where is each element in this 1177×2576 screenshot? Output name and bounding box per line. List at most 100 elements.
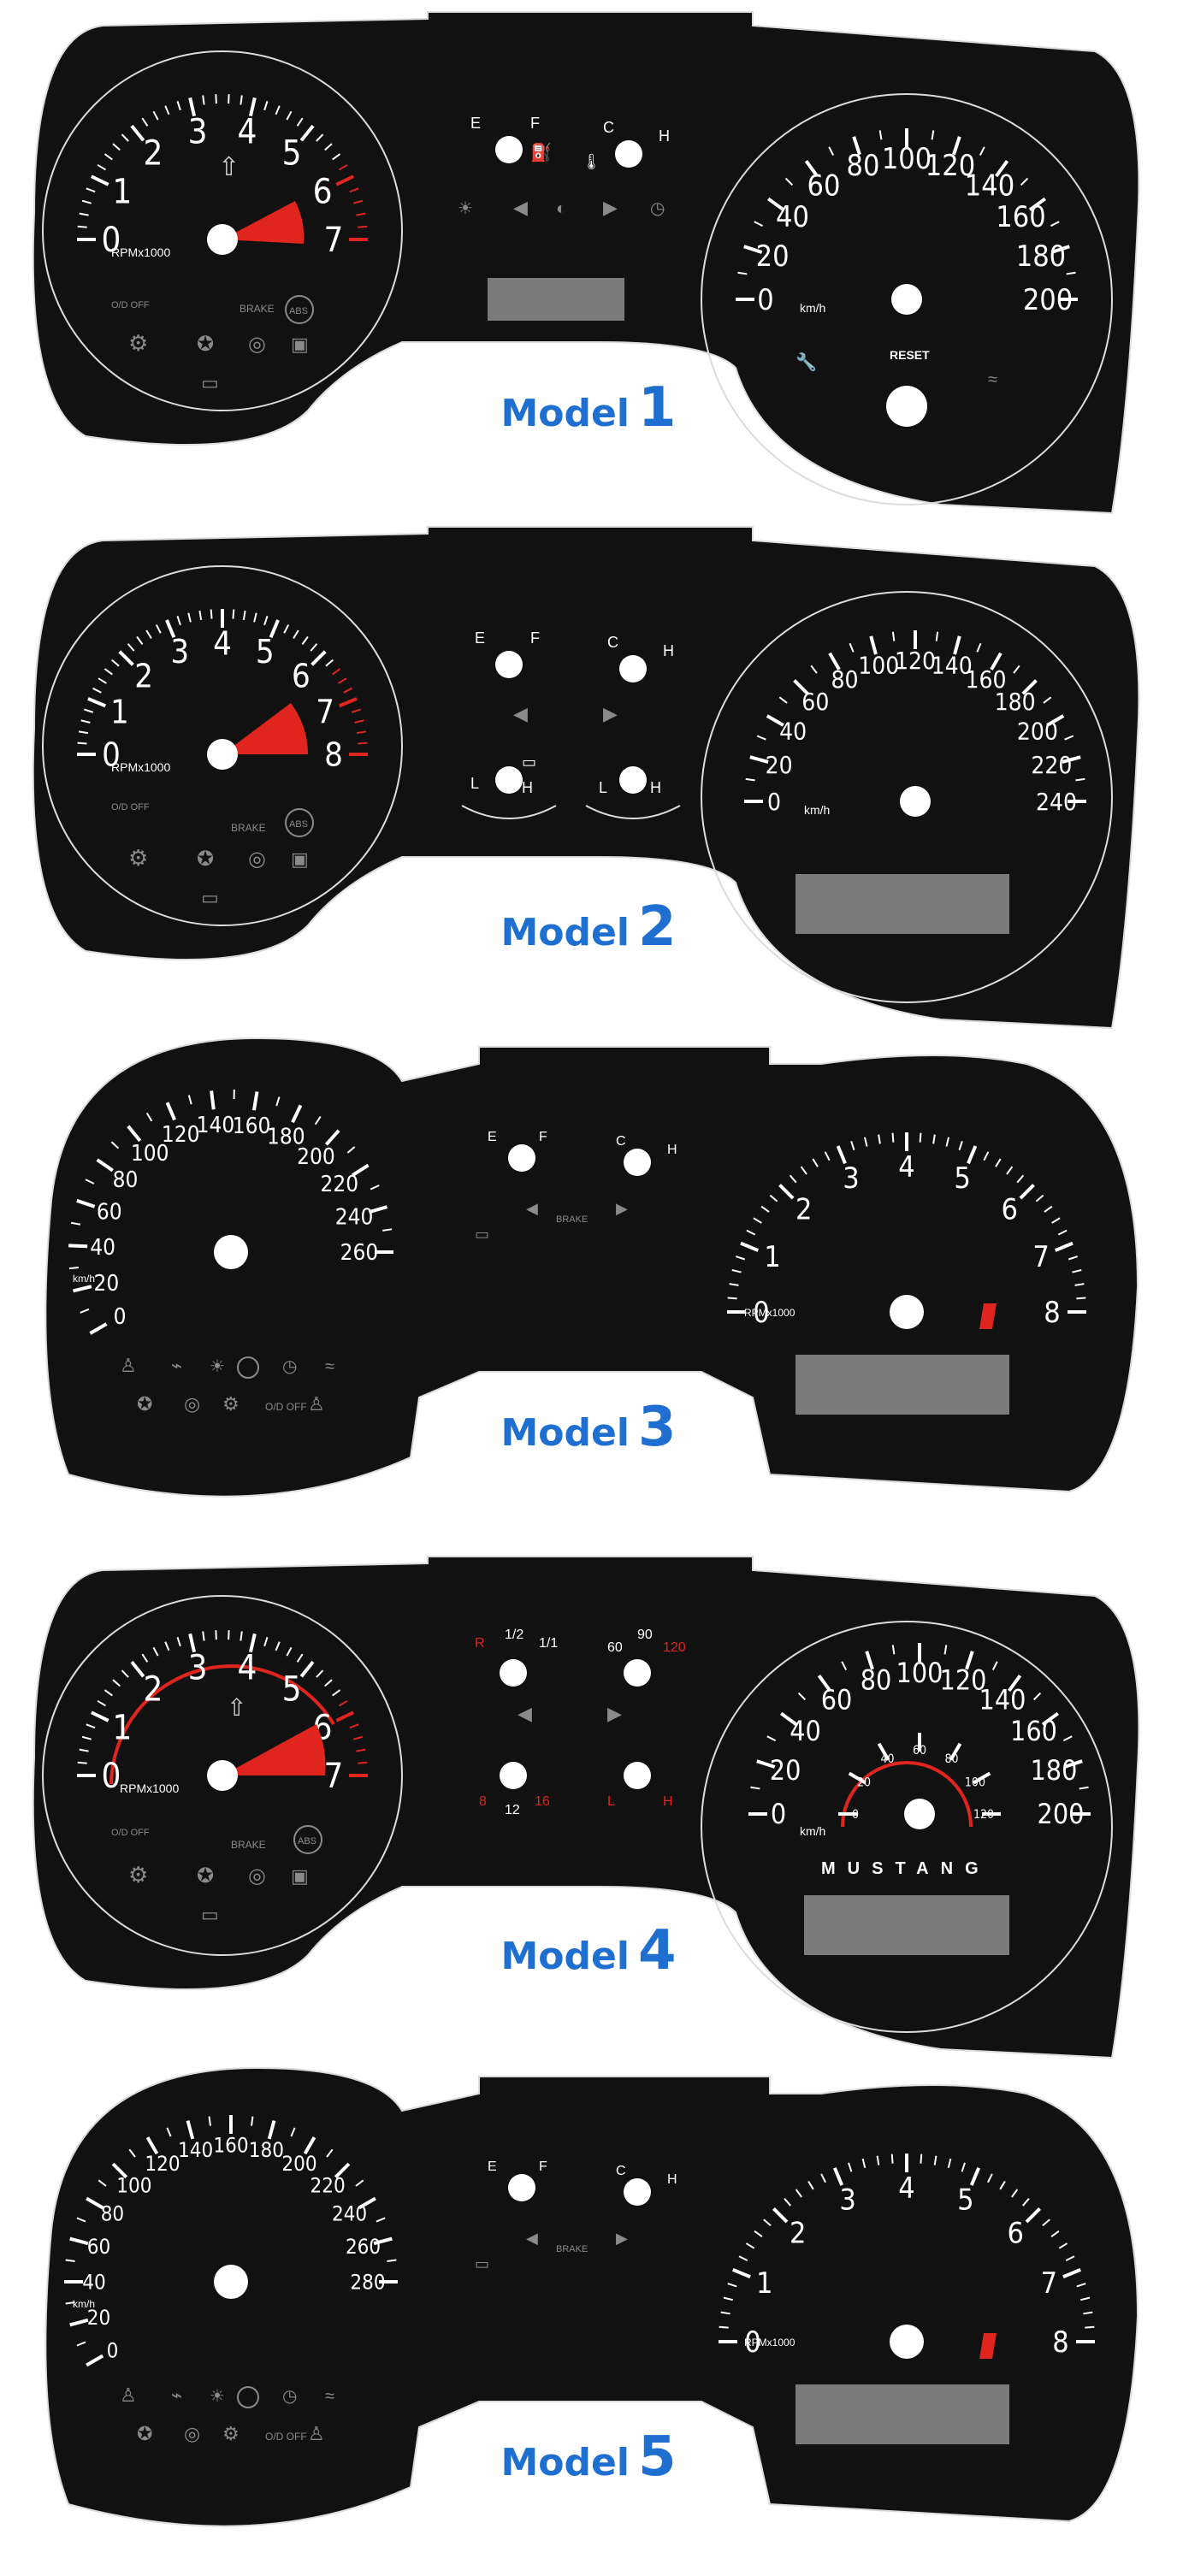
rpm-minor-tick [210, 609, 213, 619]
speed-minor-tick [943, 1645, 948, 1655]
battery-icon: ▭ [475, 1226, 489, 1243]
rpm-major-tick [967, 1145, 978, 1165]
abs-label: ABS [289, 306, 308, 316]
speed-major-tick [952, 136, 961, 156]
speed-minor-tick [737, 271, 748, 275]
engine-check-icon: ⚙ [128, 330, 148, 356]
speed-label: 200 [281, 2152, 316, 2176]
airbag-icon: ✪ [137, 1393, 152, 1415]
rpm-minor-tick [104, 153, 113, 161]
rpm-major-tick [299, 1660, 315, 1678]
rpm-minor-tick [104, 668, 113, 676]
rpm-minor-tick [800, 1166, 807, 1175]
tach-ticks [727, 1132, 1086, 1314]
temp-c: C [616, 1134, 626, 1149]
rpm-minor-tick [1021, 2198, 1030, 2207]
abs-icon [293, 1825, 322, 1854]
fuel-hub [508, 2174, 535, 2201]
rpm-major-tick [335, 174, 355, 186]
speed-minor-tick [1043, 696, 1052, 704]
speed-label: 160 [996, 200, 1045, 234]
speed-major-tick [852, 136, 861, 156]
fog-light-icon: ☀ [458, 199, 473, 218]
rpm-minor-tick [861, 2158, 866, 2169]
tach-ring [42, 565, 403, 926]
mph-label: 120 [973, 1808, 994, 1822]
rpm-minor-tick [293, 629, 299, 639]
rpm-major-tick [130, 124, 145, 142]
rpm-minor-tick [961, 2162, 966, 2172]
rpm-minor-tick [112, 143, 121, 151]
abs-icon [285, 295, 314, 324]
rpm-minor-tick [1057, 1229, 1068, 1236]
speed-ticks [68, 1090, 393, 1335]
rpm-minor-tick [354, 719, 364, 724]
speed-major-tick [210, 1090, 216, 1110]
oil-h: H [650, 779, 661, 796]
brake-label: BRAKE [556, 2244, 588, 2254]
speed-label: 40 [776, 200, 809, 234]
airbag-icon: ✪ [197, 1864, 214, 1888]
speed-minor-tick [85, 1179, 95, 1185]
mph-label: 0 [852, 1808, 859, 1822]
fuel-e: E [475, 629, 485, 647]
rpm-minor-tick [202, 1631, 205, 1641]
rpm-minor-tick [1050, 2230, 1060, 2237]
tach-ticks [719, 2154, 1095, 2343]
speed-label: 0 [757, 283, 773, 317]
rpm-minor-tick [745, 2242, 755, 2249]
rpm-label: 6 [1008, 2217, 1024, 2251]
rpm-minor-tick [240, 1631, 243, 1641]
brake-label: BRAKE [231, 822, 266, 834]
rpm-label: 0 [753, 1296, 769, 1330]
rpm-minor-tick [78, 730, 89, 735]
lcd-display [796, 1355, 1009, 1415]
rpm-minor-tick [933, 2155, 937, 2165]
rpm-major-tick [269, 619, 280, 639]
rpm-minor-tick [81, 199, 92, 204]
lcd-display [488, 278, 624, 321]
rpm-minor-tick [332, 1689, 341, 1697]
fuel-e: E [488, 2159, 497, 2174]
rpm-label: 7 [1041, 2266, 1057, 2301]
speed-minor-tick [382, 1228, 393, 1232]
mph-label: 20 [857, 1775, 871, 1789]
speed-major-tick [1046, 714, 1065, 727]
rpm-minor-tick [286, 110, 293, 121]
traction-icon: ≈ [988, 370, 997, 389]
fuel-f: F [530, 115, 540, 132]
temp-120: 120 [663, 1640, 686, 1655]
rpm-minor-tick [727, 1297, 737, 1300]
battery-gauge-icon: ▭ [522, 753, 536, 771]
speed-major-tick [767, 197, 785, 211]
rpm-minor-tick [720, 2311, 730, 2315]
tach-hub [207, 1760, 238, 1791]
rpm-minor-tick [296, 117, 304, 127]
temp-h: H [663, 642, 674, 659]
airbag-icon: ✪ [197, 333, 214, 356]
rpm-minor-tick [1083, 2311, 1093, 2315]
speed-major-tick [368, 1205, 388, 1214]
seatbelt-icon: ♙ [120, 1355, 137, 1376]
temp-c: C [616, 2164, 626, 2178]
speed-minor-tick [128, 2148, 136, 2158]
fuel-hub [495, 136, 523, 163]
speed-label: 180 [1016, 239, 1066, 274]
speed-major-tick [766, 714, 784, 727]
speed-minor-tick [841, 1661, 848, 1671]
rpm-minor-tick [84, 708, 94, 713]
speed-label: 80 [847, 149, 880, 183]
fuel-hub [500, 1659, 527, 1687]
rpm-major-tick [731, 2267, 751, 2279]
rpm-label: RPMx1000 [744, 1307, 796, 1319]
fuel-f: F [530, 629, 540, 647]
speedo-hub [214, 1235, 248, 1269]
speed-label: 40 [779, 717, 807, 745]
rpm-label: RPMx1000 [111, 245, 170, 259]
rpm-minor-tick [77, 741, 87, 745]
kmh-label: km/h [73, 1273, 95, 1285]
rpm-minor-tick [958, 1140, 963, 1151]
